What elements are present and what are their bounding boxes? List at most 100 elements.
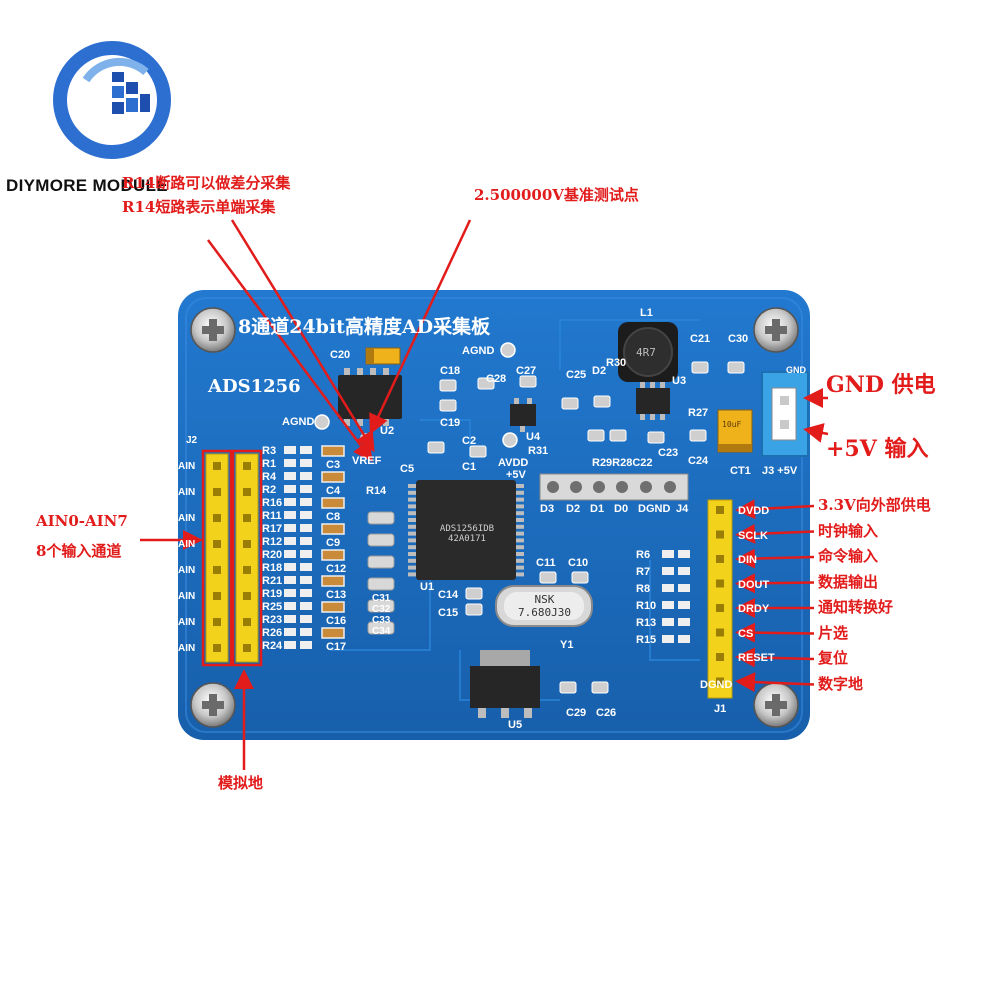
capacitor <box>367 533 395 547</box>
label-resistor: R3 <box>262 445 277 457</box>
label-r31: R31 <box>528 445 549 457</box>
arrow-vref <box>369 219 472 435</box>
label-capacitor: C4 <box>326 485 341 497</box>
chip-pin <box>408 538 416 543</box>
chip-pin <box>408 552 416 556</box>
header-j2-col-b <box>235 453 259 663</box>
label-r29-r28-c22: R29R28C22 <box>592 457 653 469</box>
capacitor <box>367 511 395 525</box>
label-j4: D1 <box>590 503 605 515</box>
resistor-pad <box>284 641 296 649</box>
label-r27: R27 <box>688 407 709 419</box>
callout-j1-pin-7: 数字地 <box>818 674 864 693</box>
chip-pin <box>408 565 416 570</box>
label-resistor: R18 <box>262 562 283 574</box>
chip-pin <box>408 531 416 536</box>
header-j1-pin <box>716 653 724 661</box>
capacitor <box>427 441 445 454</box>
capacitor <box>367 577 395 591</box>
label-j1-pin-5: CS <box>738 627 754 640</box>
label-capacitor: C16 <box>326 615 347 627</box>
header-j2-pin <box>213 566 221 574</box>
resistor-pad <box>662 567 674 575</box>
resistor-pad <box>662 635 674 643</box>
callout-ain-range: AIN0-AIN7 <box>36 512 128 530</box>
label-resistor: R8 <box>636 583 651 595</box>
label-c27: C27 <box>516 365 537 377</box>
label-j1-pin-4: DRDY <box>738 603 770 615</box>
header-j1-pin <box>716 530 724 539</box>
header-j1-pin <box>716 677 724 686</box>
header-j2-pin <box>243 488 251 496</box>
chip-pin <box>516 511 524 516</box>
header-j2-pin <box>243 566 251 574</box>
label-u5: U5 <box>508 719 523 731</box>
capacitor <box>367 555 395 569</box>
resistor-pad <box>284 628 296 636</box>
resistor-pad <box>284 524 296 532</box>
label-dgnd-j1: DGND <box>700 679 733 691</box>
resistor-pad <box>678 567 690 575</box>
header-j2-pin <box>213 462 221 470</box>
label-c15: C15 <box>438 607 459 619</box>
callout-j1-pin-6: 复位 <box>818 649 849 667</box>
label-capacitor: C32 <box>372 604 391 615</box>
arrow-j1-pin-7 <box>735 672 815 693</box>
chip-u4 <box>510 398 536 432</box>
label-capacitor: C13 <box>326 589 347 601</box>
label-j4: DGND <box>638 503 671 515</box>
label-resistor: R26 <box>262 627 283 639</box>
chip-pin <box>516 518 524 522</box>
capacitor <box>321 601 345 613</box>
header-j2-pin <box>213 488 221 496</box>
callout-ain-desc: 8个输入通道 <box>36 542 122 560</box>
callout-r14-open: R14断路可以做差分采集 <box>122 174 291 192</box>
header-j2-pin <box>213 540 221 548</box>
label-ain-0: AIN <box>178 461 196 472</box>
inductor-marking: 4R7 <box>636 346 656 359</box>
resistor-pad <box>300 641 312 649</box>
callout-j1-pin-3: 数据输出 <box>818 572 879 591</box>
label-resistor: R19 <box>262 588 283 600</box>
label-j1-pin-0: DVDD <box>738 505 770 517</box>
capacitor <box>559 681 577 694</box>
callout-r14-short: R14短路表示单端采集 <box>122 198 276 216</box>
chip-pin <box>516 497 524 502</box>
crystal-y1 <box>495 585 593 627</box>
capacitor <box>609 429 627 442</box>
arrow-r14 <box>206 239 373 463</box>
label-d2: D2 <box>592 365 607 377</box>
resistor-pad <box>678 550 690 558</box>
resistor-pad <box>662 550 674 558</box>
label-resistor: R10 <box>636 600 657 612</box>
smd-components <box>284 361 745 694</box>
header-j2-pin <box>213 592 221 600</box>
resistor-pad <box>662 618 674 626</box>
resistor-pad <box>678 601 690 609</box>
label-u1: U1 <box>420 581 435 593</box>
inductor-l1 <box>618 322 678 382</box>
chip-pin <box>516 558 524 563</box>
resistor-pad <box>284 589 296 597</box>
crystal-marking: NSK 7.680J30 <box>518 593 571 619</box>
label-resistor: R21 <box>262 575 283 587</box>
connector-j3 <box>761 371 809 457</box>
header-j1 <box>707 499 733 699</box>
header-j2-pin <box>243 618 251 626</box>
label-c20: C20 <box>330 349 351 361</box>
chip-pin <box>408 558 416 563</box>
tantalum-caps <box>365 347 753 453</box>
label-c28: C28 <box>486 373 507 385</box>
resistor-pad <box>678 635 690 643</box>
label-j1-pin-3: DOUT <box>738 578 770 591</box>
capacitor <box>689 429 707 442</box>
resistor-pad <box>284 485 296 493</box>
capacitor <box>691 361 709 374</box>
label-ain-7: AIN <box>178 643 196 654</box>
chip-pin <box>408 572 416 577</box>
annotation-arrows <box>140 219 829 770</box>
resistor-pad <box>284 602 296 610</box>
header-j2-pin <box>213 514 221 522</box>
agnd-pins-highlight <box>231 449 263 667</box>
